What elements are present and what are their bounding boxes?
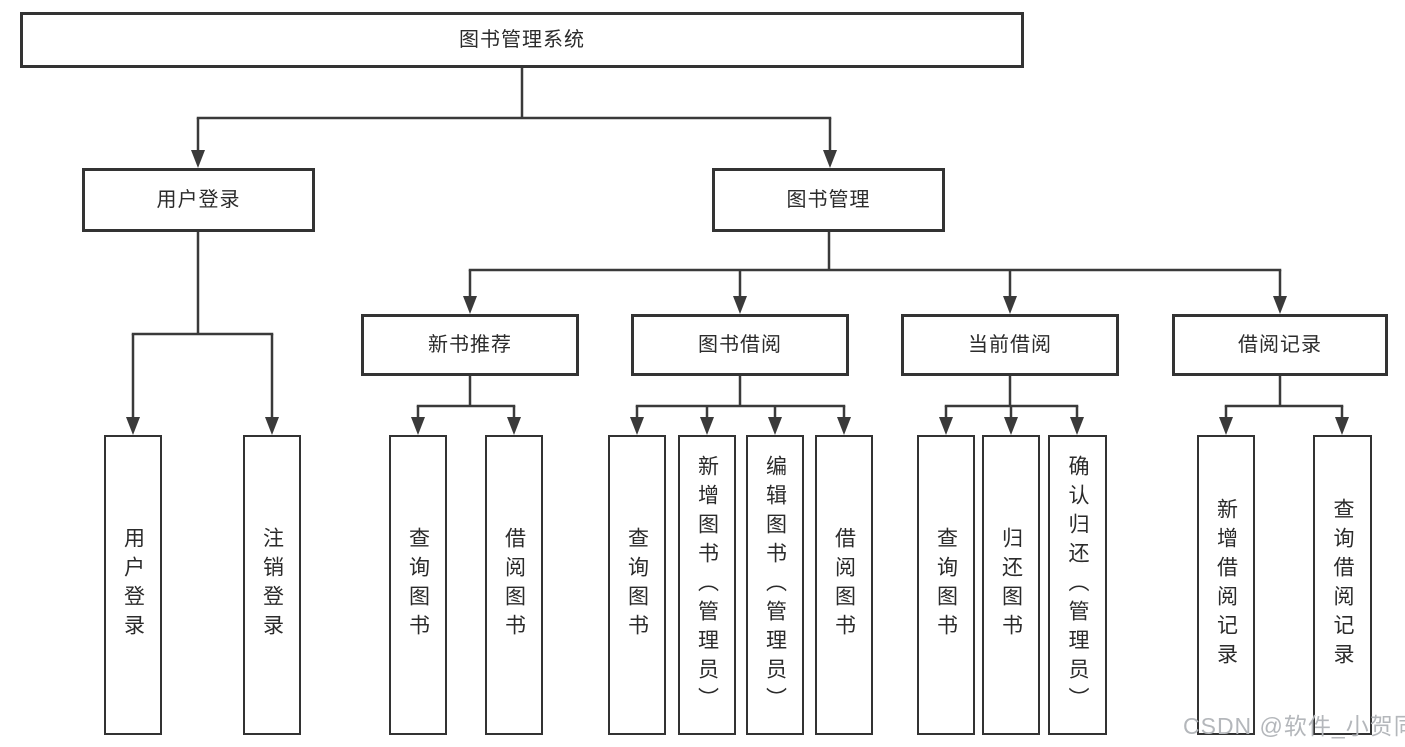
node-branch-borrow-records: 借阅记录 <box>1172 314 1388 376</box>
node-label-leaf-borrow-books-borrow: 借阅图书 <box>832 527 856 643</box>
arrowhead-icon <box>823 150 837 168</box>
arrowhead-icon <box>768 417 782 435</box>
node-label-leaf-logout: 注销登录 <box>260 527 284 643</box>
arrowhead-icon <box>191 150 205 168</box>
node-branch-user-login: 用户登录 <box>82 168 315 232</box>
node-label-branch-book-management: 图书管理 <box>786 189 871 211</box>
arrowhead-icon <box>507 417 521 435</box>
node-label-branch-borrow-records: 借阅记录 <box>1238 334 1322 356</box>
node-leaf-query-borrow-record: 查询借阅记录 <box>1313 435 1372 735</box>
node-leaf-borrow-books-rec: 借阅图书 <box>485 435 543 735</box>
node-leaf-query-books-borrow: 查询图书 <box>608 435 666 735</box>
node-leaf-return-books: 归还图书 <box>982 435 1040 735</box>
node-label-leaf-query-books-rec: 查询图书 <box>406 527 430 643</box>
node-label-branch-user-login: 用户登录 <box>156 189 241 211</box>
node-leaf-logout: 注销登录 <box>243 435 301 735</box>
node-label-leaf-borrow-books-rec: 借阅图书 <box>502 527 526 643</box>
node-branch-new-book-rec: 新书推荐 <box>361 314 579 376</box>
node-label-leaf-query-books-current: 查询图书 <box>934 527 958 643</box>
node-leaf-add-borrow-record: 新增借阅记录 <box>1197 435 1255 735</box>
node-label-leaf-edit-books-admin: 编辑图书（管理员） <box>763 454 787 716</box>
arrowhead-icon <box>463 296 477 314</box>
arrowhead-icon <box>1003 296 1017 314</box>
arrowhead-icon <box>733 296 747 314</box>
node-leaf-borrow-books-borrow: 借阅图书 <box>815 435 873 735</box>
node-leaf-user-login: 用户登录 <box>104 435 162 735</box>
arrowhead-icon <box>1219 417 1233 435</box>
node-leaf-add-books-admin: 新增图书（管理员） <box>678 435 736 735</box>
arrowhead-icon <box>1335 417 1349 435</box>
arrowhead-icon <box>126 417 140 435</box>
node-label-leaf-add-borrow-record: 新增借阅记录 <box>1214 498 1238 672</box>
node-label-branch-book-borrow: 图书借阅 <box>698 334 782 356</box>
node-label-leaf-return-books: 归还图书 <box>999 527 1023 643</box>
watermark-text: CSDN @软件_小贺同学 <box>1183 713 1405 739</box>
node-leaf-confirm-return: 确认归还（管理员） <box>1048 435 1107 735</box>
arrowhead-icon <box>265 417 279 435</box>
node-label-leaf-query-borrow-record: 查询借阅记录 <box>1331 498 1354 672</box>
node-label-leaf-confirm-return: 确认归还（管理员） <box>1066 454 1089 716</box>
node-leaf-edit-books-admin: 编辑图书（管理员） <box>746 435 804 735</box>
arrowhead-icon <box>700 417 714 435</box>
node-branch-book-borrow: 图书借阅 <box>631 314 849 376</box>
node-label-branch-new-book-rec: 新书推荐 <box>428 334 512 356</box>
arrowhead-icon <box>411 417 425 435</box>
arrowhead-icon <box>630 417 644 435</box>
node-label-root: 图书管理系统 <box>459 29 585 51</box>
node-leaf-query-books-rec: 查询图书 <box>389 435 447 735</box>
node-root: 图书管理系统 <box>20 12 1024 68</box>
node-label-branch-current-borrow: 当前借阅 <box>968 334 1052 356</box>
arrowhead-icon <box>939 417 953 435</box>
node-branch-current-borrow: 当前借阅 <box>901 314 1119 376</box>
arrowhead-icon <box>1004 417 1018 435</box>
arrowhead-icon <box>1273 296 1287 314</box>
arrowhead-icon <box>1070 417 1084 435</box>
node-label-leaf-query-books-borrow: 查询图书 <box>625 527 649 643</box>
node-label-leaf-add-books-admin: 新增图书（管理员） <box>695 454 719 716</box>
arrowhead-icon <box>837 417 851 435</box>
node-label-leaf-user-login: 用户登录 <box>121 527 145 643</box>
node-branch-book-management: 图书管理 <box>712 168 945 232</box>
node-leaf-query-books-current: 查询图书 <box>917 435 975 735</box>
